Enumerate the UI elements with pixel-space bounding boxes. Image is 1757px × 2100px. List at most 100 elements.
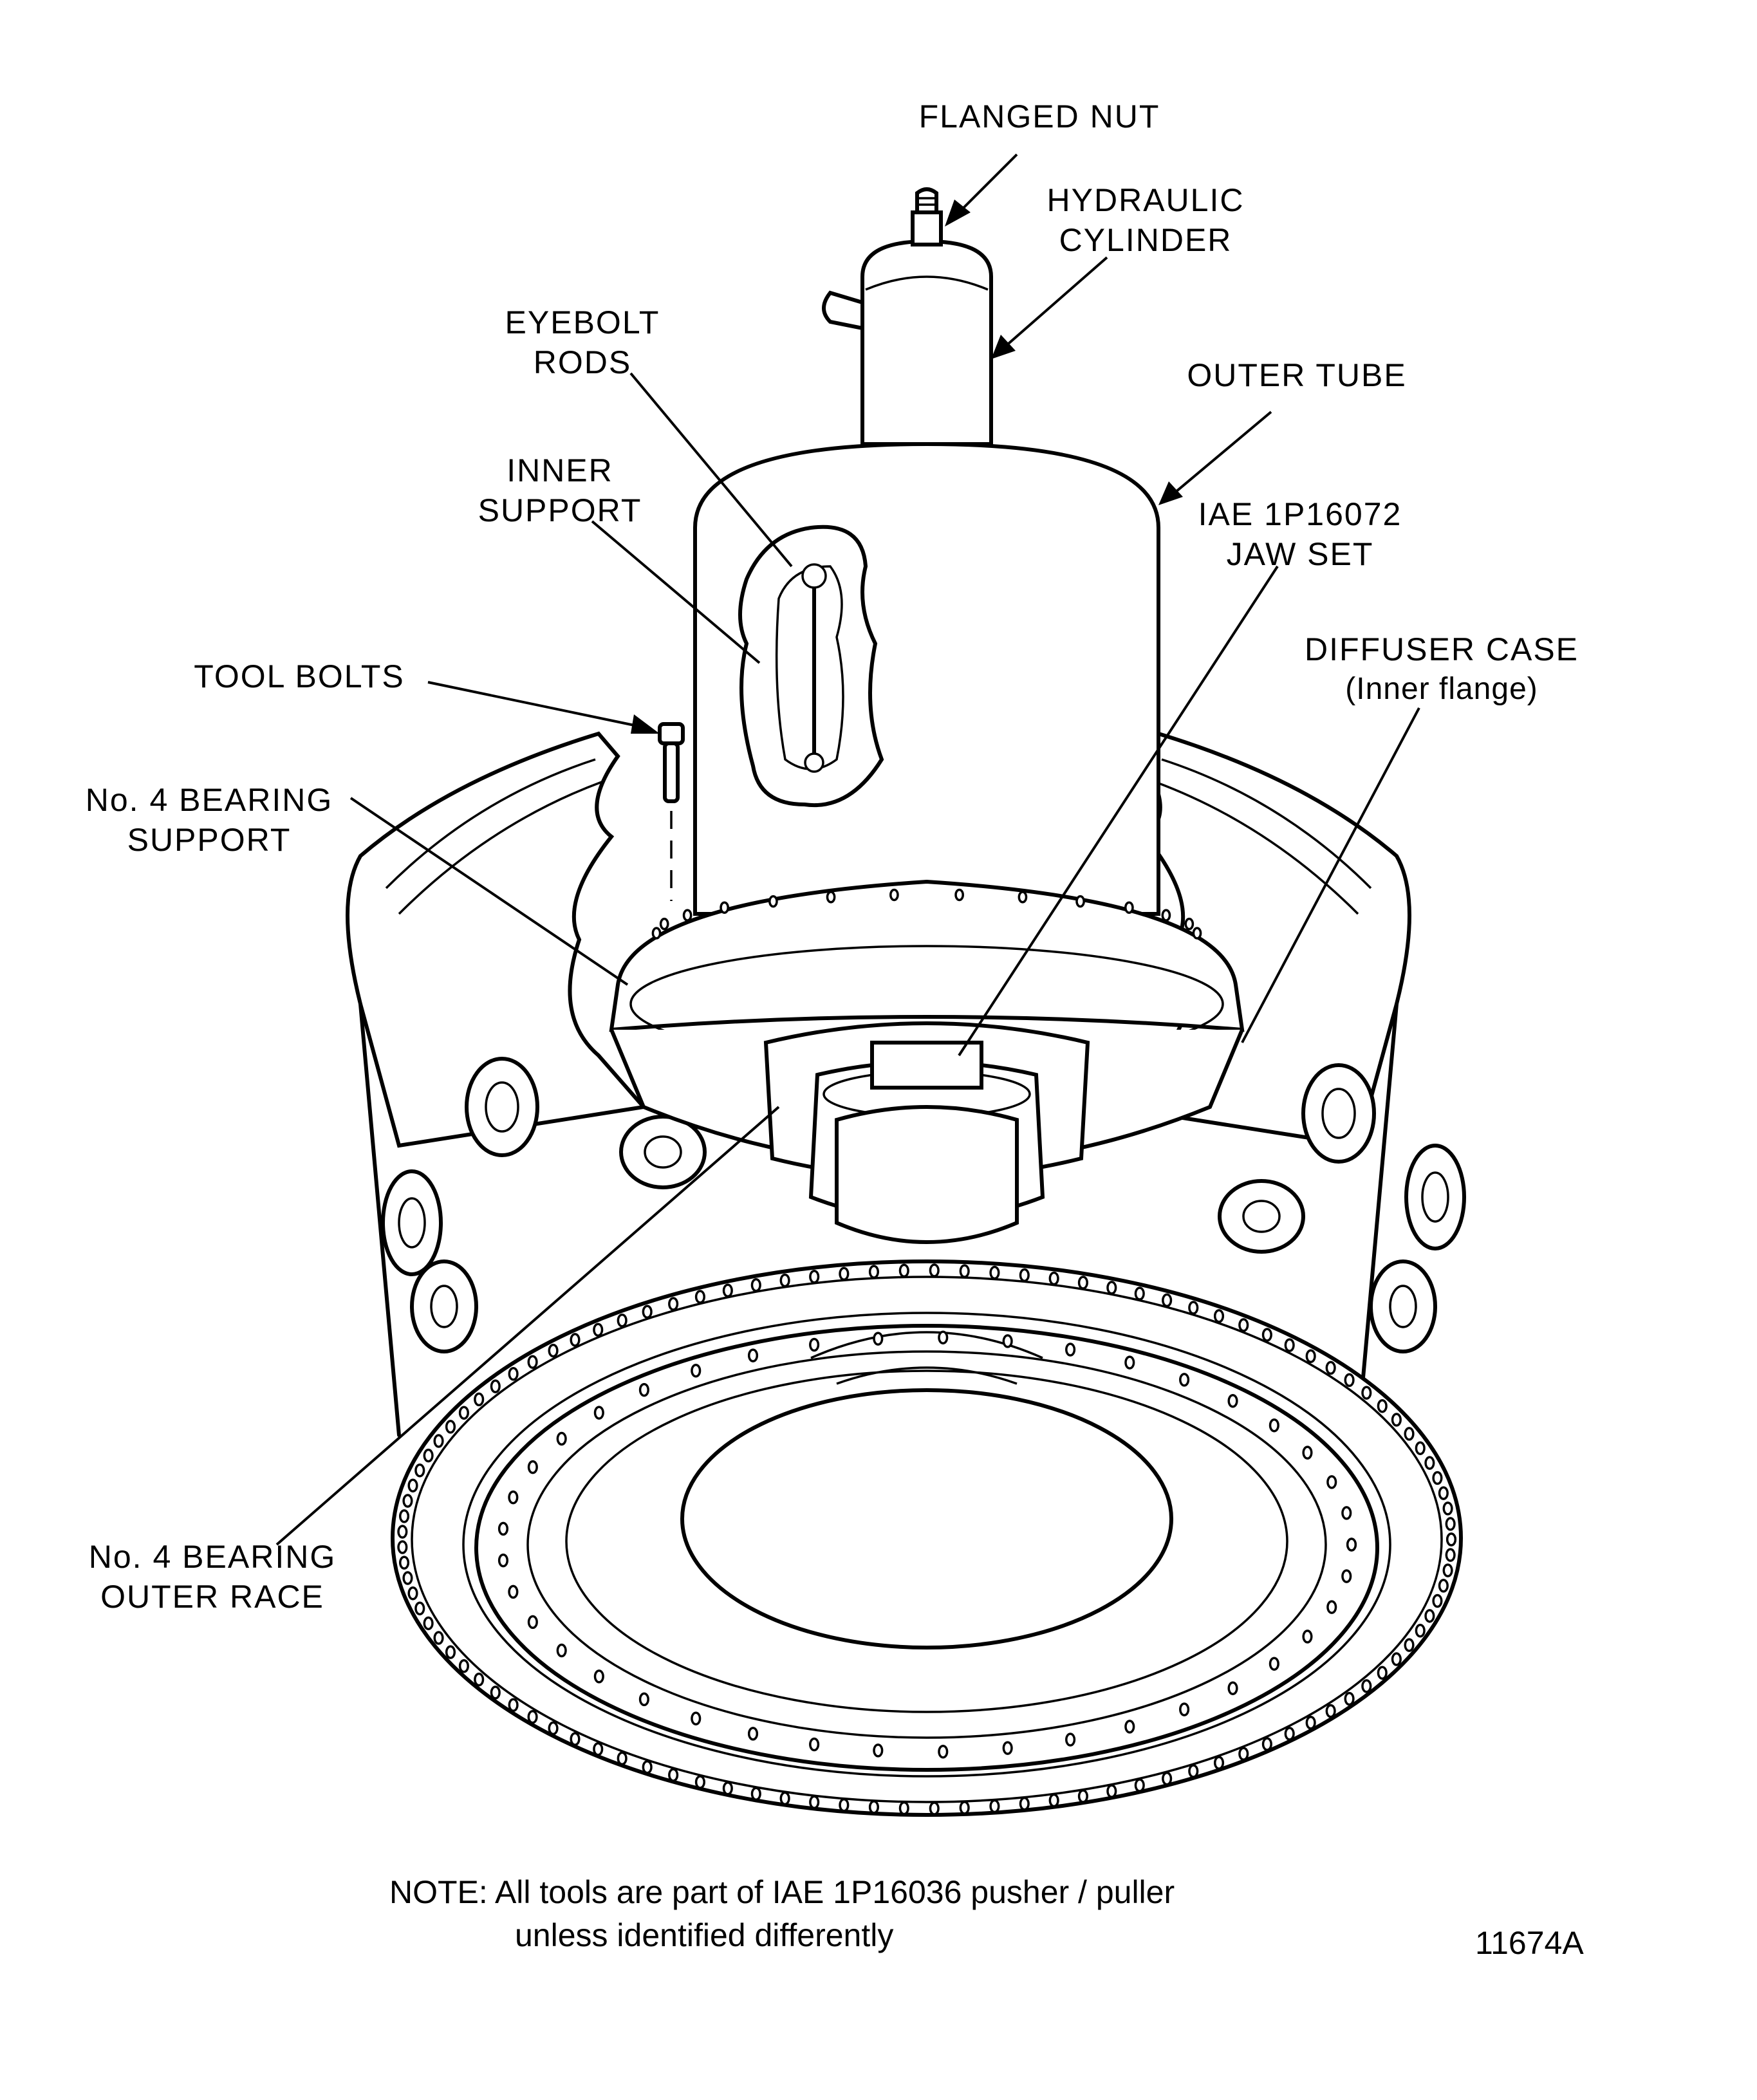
bolt-hole	[1002, 1334, 1013, 1348]
tool-bolt	[658, 722, 685, 901]
bolt-hole	[989, 1799, 1000, 1814]
bolt-hole	[839, 1267, 850, 1281]
bolt-hole	[1404, 1427, 1415, 1441]
case-bosses	[381, 1057, 1466, 1353]
bolt-hole	[668, 1768, 679, 1782]
bolt-hole	[750, 1278, 761, 1292]
bolt-hole	[1346, 1538, 1357, 1552]
bolt-hole	[1438, 1579, 1449, 1593]
bolt-hole	[722, 1781, 733, 1796]
bolt-hole	[1432, 1471, 1443, 1485]
bolt-hole	[691, 1363, 702, 1378]
bolt-hole	[1261, 1328, 1272, 1342]
bolt-hole	[954, 888, 964, 902]
label-bearing-support: No. 4 BEARING SUPPORT	[85, 782, 333, 858]
bolt-hole	[423, 1616, 434, 1631]
arrowhead-flanged-nut	[945, 200, 971, 227]
bolt-hole	[839, 1798, 850, 1812]
bolt-hole	[1124, 1355, 1135, 1370]
bolt-hole	[1432, 1594, 1443, 1608]
bolt-hole	[570, 1732, 581, 1746]
bearing-support-holes	[651, 888, 1202, 940]
note: NOTE: All tools are part of IAE 1P16036 …	[389, 1870, 1175, 1915]
bolt-hole	[1361, 1386, 1372, 1400]
bolt-hole	[407, 1478, 418, 1492]
hydraulic-cylinder	[822, 239, 993, 446]
bolt-hole	[1377, 1398, 1388, 1413]
bolt-hole	[1162, 1293, 1173, 1308]
bolt-hole	[402, 1494, 413, 1508]
bolt-hole	[1238, 1318, 1249, 1332]
bolt-hole	[1415, 1623, 1426, 1638]
bolt-hole	[1188, 1764, 1199, 1778]
bolt-hole	[1065, 1733, 1076, 1747]
leader-outer-tube	[1170, 411, 1272, 497]
bolt-hole	[1227, 1681, 1238, 1696]
bolt-hole	[1002, 1741, 1013, 1755]
bolt-hole	[1302, 1630, 1313, 1644]
bolt-hole	[929, 1263, 940, 1278]
bolt-hole	[809, 1269, 820, 1284]
leader-bearing-support	[349, 797, 629, 986]
bolt-hole	[1391, 1652, 1402, 1666]
bolt-hole	[1048, 1793, 1059, 1808]
bolt-hole	[1261, 1737, 1272, 1751]
leader-eyebolt-rods	[629, 372, 793, 568]
bolt-hole	[1341, 1506, 1352, 1520]
leader-diffuser-case	[1241, 707, 1420, 1043]
bolt-hole	[747, 1727, 759, 1741]
arrowhead-outer-tube	[1158, 481, 1183, 505]
bolt-hole	[1184, 917, 1195, 931]
bolt-hole	[593, 1323, 604, 1337]
bolt-hole	[1065, 1343, 1076, 1357]
bolt-hole	[1077, 1789, 1088, 1803]
bearing-support	[609, 879, 1245, 1244]
bolt-hole	[826, 891, 836, 904]
bolt-hole	[527, 1615, 538, 1630]
bolt-hole	[868, 1265, 879, 1279]
bolt-hole	[398, 1509, 410, 1523]
bolt-hole	[1269, 1657, 1279, 1671]
bolt-hole	[929, 1801, 940, 1816]
bolt-hole	[1341, 1569, 1352, 1583]
bolt-hole	[1415, 1441, 1426, 1456]
bolt-hole	[1391, 1413, 1402, 1427]
bolt-hole	[1344, 1373, 1355, 1388]
bolt-hole	[445, 1420, 456, 1434]
bolt-hole	[1124, 901, 1134, 914]
bolt-hole	[638, 1382, 649, 1397]
leader-inner-support	[591, 520, 761, 664]
bolt-hole	[593, 1406, 604, 1420]
bolt-hole	[1161, 909, 1171, 922]
front-ring	[391, 1259, 1463, 1817]
bolt-hole	[1075, 895, 1085, 908]
inner-ring-holes	[497, 1330, 1357, 1759]
bolt-hole	[497, 1521, 508, 1536]
bolt-hole	[938, 1330, 949, 1344]
bolt-hole	[445, 1645, 456, 1659]
leader-jaw-set	[958, 565, 1279, 1057]
bolt-hole	[508, 1490, 519, 1505]
bolt-hole	[868, 1800, 879, 1814]
bolt-hole	[642, 1760, 653, 1774]
bolt-hole	[414, 1463, 425, 1478]
bolt-hole	[1179, 1702, 1190, 1716]
bolt-hole	[720, 901, 729, 914]
bolt-hole	[527, 1460, 538, 1474]
bolt-hole	[1269, 1418, 1279, 1433]
flanged-nut	[911, 187, 943, 246]
bolt-hole	[1344, 1691, 1355, 1706]
bolt-hole	[1018, 891, 1028, 904]
bolt-hole	[873, 1743, 884, 1758]
bolt-hole	[474, 1392, 485, 1407]
bolt-hole	[1106, 1281, 1117, 1295]
bolt-hole	[548, 1343, 559, 1358]
leader-tool-bolts	[427, 681, 644, 729]
bolt-hole	[402, 1571, 413, 1585]
bolt-hole	[642, 1305, 653, 1319]
bolt-hole	[1438, 1486, 1449, 1500]
bolt-hole	[556, 1643, 567, 1658]
bolt-hole	[889, 888, 899, 902]
bolt-hole	[1019, 1796, 1030, 1811]
label-hydraulic-cylinder: HYDRAULIC CYLINDER	[1046, 182, 1245, 258]
